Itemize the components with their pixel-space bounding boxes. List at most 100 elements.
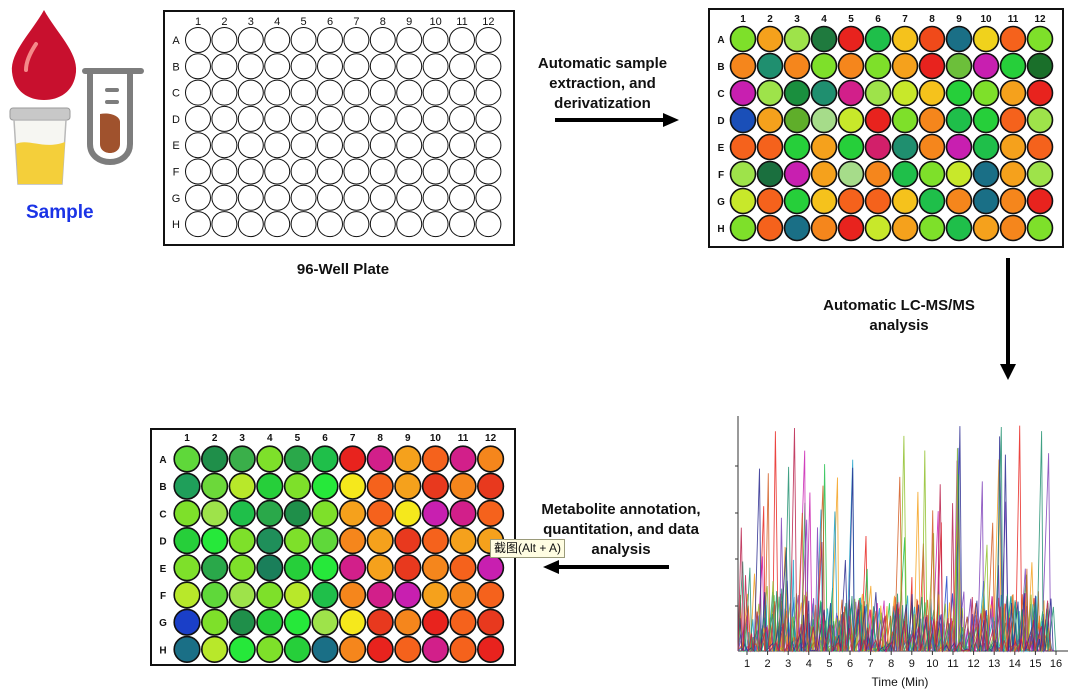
well: [173, 554, 201, 582]
row-label: E: [160, 564, 167, 575]
well: [185, 184, 211, 211]
well: [264, 158, 291, 185]
well: [256, 499, 284, 527]
well: [972, 214, 1000, 242]
well: [200, 581, 229, 609]
well: [317, 184, 343, 211]
left-arrow-icon: [543, 560, 669, 574]
well: [864, 160, 892, 188]
column-label: 4: [274, 16, 280, 28]
column-label: 11: [456, 16, 467, 28]
column-label: 9: [406, 16, 412, 28]
well: [449, 526, 477, 555]
well: [264, 105, 291, 132]
well: [366, 526, 394, 555]
column-label: 1: [195, 16, 201, 28]
step1-label: Automatic sample extraction, and derivat…: [537, 55, 668, 112]
well: [366, 445, 394, 473]
well: [756, 187, 784, 215]
well: [290, 184, 317, 211]
well: [396, 184, 423, 211]
well: [396, 132, 423, 159]
well: [918, 106, 946, 134]
x-tick-label: 12: [967, 658, 979, 670]
well: [864, 106, 892, 134]
well: [200, 445, 229, 473]
row-label: D: [159, 537, 166, 548]
column-label: 7: [353, 16, 359, 28]
x-tick-label: 9: [909, 658, 915, 670]
well: [810, 214, 838, 242]
well: [449, 158, 475, 185]
well: [756, 160, 784, 188]
x-tick-label: 1: [744, 658, 750, 670]
well: [421, 554, 450, 582]
column-label: 4: [267, 433, 273, 444]
well: [228, 608, 256, 636]
well: [211, 53, 238, 80]
row-label: F: [173, 167, 180, 179]
x-tick-label: 5: [826, 658, 832, 670]
x-tick-label: 6: [847, 658, 853, 670]
well: [256, 472, 284, 500]
well: [972, 106, 1000, 134]
well: [256, 526, 284, 555]
well: [783, 133, 811, 161]
plate-caption: 96-Well Plate: [296, 261, 390, 278]
column-label: 4: [821, 14, 827, 25]
well: [317, 53, 343, 80]
well: [729, 133, 757, 161]
well: [918, 133, 946, 161]
well: [339, 554, 367, 582]
well: [891, 52, 919, 80]
well: [477, 499, 505, 527]
well: [394, 554, 422, 582]
well: [918, 160, 946, 188]
well: [475, 53, 502, 80]
well: [211, 132, 238, 159]
well: [475, 211, 502, 238]
row-label: E: [718, 143, 725, 154]
down-arrow-icon: [1000, 258, 1016, 380]
well: [256, 445, 284, 473]
step2-label: Automatic LC-MS/MS analysis: [823, 297, 975, 334]
well: [945, 214, 973, 242]
well: [396, 158, 423, 185]
well: [837, 25, 865, 53]
well: [185, 211, 211, 238]
well: [339, 635, 367, 663]
well: [449, 499, 477, 527]
well: [999, 106, 1027, 134]
row-label: C: [717, 89, 724, 100]
well: [256, 554, 284, 582]
well: [449, 27, 475, 53]
x-tick-label: 8: [888, 658, 894, 670]
well: [256, 581, 284, 609]
well: [449, 184, 475, 211]
well: [475, 105, 502, 132]
column-label: 6: [322, 433, 328, 444]
sample-label: Sample: [26, 202, 94, 223]
well: [369, 211, 396, 238]
well: [343, 53, 370, 80]
well: [264, 132, 291, 159]
well: [283, 608, 311, 636]
well: [421, 472, 450, 500]
well: [311, 499, 339, 527]
well: [972, 52, 1000, 80]
column-label: 1: [184, 433, 190, 444]
well: [185, 79, 211, 106]
well: [891, 106, 919, 134]
well: [200, 472, 229, 500]
well: [891, 133, 919, 161]
well: [756, 52, 784, 80]
x-tick-label: 4: [806, 658, 812, 670]
well: [369, 158, 396, 185]
well: [264, 211, 291, 238]
well: [290, 105, 317, 132]
well: [311, 472, 339, 500]
